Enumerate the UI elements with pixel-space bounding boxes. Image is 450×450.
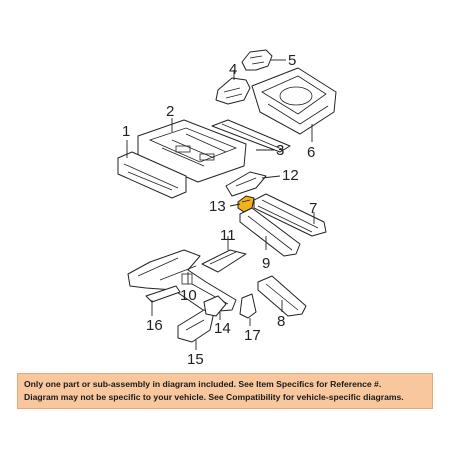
part-4-bracket <box>215 70 251 105</box>
callout-12: 12 <box>282 167 299 184</box>
callout-8: 8 <box>277 313 285 330</box>
part-9-side-rail <box>239 207 301 257</box>
part-5-bracket <box>241 49 286 71</box>
disclaimer-line-2: Diagram may not be specific to your vehi… <box>24 392 404 402</box>
callout-15: 15 <box>187 351 204 368</box>
disclaimer-banner: Only one part or sub-assembly in diagram… <box>17 373 433 409</box>
callout-4: 4 <box>229 61 237 78</box>
part-7-rear-rail <box>253 193 327 237</box>
part-17-bracket <box>239 293 257 326</box>
part-6-spare-tub <box>251 67 337 142</box>
callout-17: 17 <box>244 327 261 344</box>
part-10-frame-rail <box>127 249 237 313</box>
part-11-channel <box>201 236 247 273</box>
part-8-crossmember <box>257 275 307 317</box>
part-16-strip <box>145 285 181 316</box>
callout-13: 13 <box>209 198 226 215</box>
part-14-bracket <box>203 295 227 320</box>
callout-5: 5 <box>288 52 296 69</box>
callout-9: 9 <box>262 255 270 272</box>
part-12-bracket <box>225 171 281 197</box>
callout-16: 16 <box>146 317 163 334</box>
callout-7: 7 <box>309 200 317 217</box>
callout-14: 14 <box>214 320 231 337</box>
part-15-bracket <box>177 309 215 350</box>
callout-1: 1 <box>122 123 130 140</box>
callout-6: 6 <box>307 144 315 161</box>
callout-10: 10 <box>180 287 197 304</box>
part-1-crossmember <box>117 140 187 199</box>
callout-3: 3 <box>276 142 284 159</box>
callout-11: 11 <box>220 227 236 244</box>
disclaimer-line-1: Only one part or sub-assembly in diagram… <box>24 379 382 389</box>
callout-2: 2 <box>166 103 174 120</box>
part-3-rail <box>211 119 291 153</box>
parts-diagram: 1 2 3 4 5 6 7 8 9 10 11 12 13 14 15 16 1… <box>117 49 337 368</box>
